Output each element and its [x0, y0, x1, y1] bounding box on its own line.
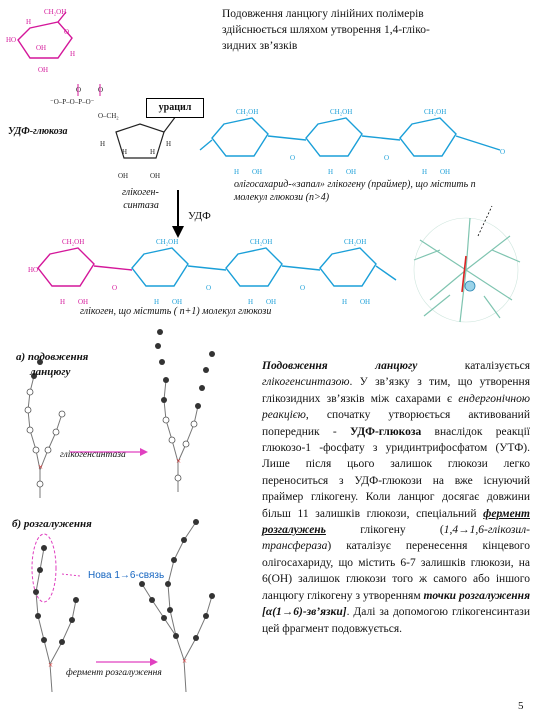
primer-caption-line-1: олігосахарид-«запал» глікогену (праймер)…	[234, 179, 476, 190]
term-elongation: Подовження ланцюгу	[262, 360, 418, 372]
svg-text:H: H	[166, 140, 171, 148]
glycogen-particle-illustration	[413, 205, 521, 323]
svg-text:H: H	[26, 18, 31, 26]
svg-text:OH: OH	[78, 298, 88, 306]
term-branch-point: точки розгалуження [α(1→6)-зв’язки]	[262, 589, 530, 619]
svg-text:O: O	[206, 284, 211, 292]
glycogen-synthase-label: глікоген- синтаза	[122, 186, 159, 212]
svg-text:H: H	[248, 298, 253, 306]
body-text-14: . Далі за допомогою глікогенсинтази цей …	[262, 606, 530, 635]
elongation-chains: × ×	[24, 329, 215, 498]
term-transferase: 1,4→1,6-глікозил-трансфераза	[262, 524, 530, 553]
new-bond-label: Нова 1→6-связь	[88, 570, 165, 581]
svg-text:OH: OH	[150, 172, 160, 180]
svg-text:CH₂OH: CH₂OH	[250, 238, 272, 246]
elongation-label-line-1: а) подовження	[16, 351, 89, 363]
svg-text:OH: OH	[252, 168, 262, 176]
svg-text:OH: OH	[360, 298, 370, 306]
svg-text:×: ×	[182, 656, 187, 666]
body-text-12: ) каталізує перенесення кінцевого олігос…	[262, 540, 530, 602]
svg-text:H: H	[60, 298, 65, 306]
svg-text:×: ×	[176, 456, 181, 466]
svg-text:O: O	[112, 284, 117, 292]
header-line-2: здійснюється шляхом утворення 1,4-гліко-	[222, 24, 430, 36]
svg-text:OH: OH	[266, 298, 276, 306]
body-text-10: глікогену (	[325, 524, 444, 537]
branching-label: б) розгалуження	[12, 518, 92, 530]
body-text-4: . У зв’язку з тим, що утворення глікозид…	[262, 376, 530, 405]
ribose-ring: H H H H OH OH	[100, 115, 177, 180]
svg-text:O: O	[64, 28, 69, 36]
body-paragraph: Подовження ланцюгу каталізується глікоге…	[262, 358, 530, 637]
svg-text:OH: OH	[36, 44, 46, 52]
primer-caption-line-2: молекул глюкози (n>4)	[234, 192, 330, 203]
udp-product-label: УДФ	[188, 210, 211, 222]
body-text-8: внаслідок реакції глюкозо-1 -фосфату з у…	[262, 425, 530, 520]
reaction-arrow	[172, 190, 184, 238]
svg-text:H: H	[234, 168, 239, 176]
svg-text:H: H	[70, 50, 75, 58]
svg-text:H: H	[342, 298, 347, 306]
svg-text:⁻O–P–O–P–O⁻: ⁻O–P–O–P–O⁻	[50, 98, 95, 106]
primer-oligosaccharide: CH₂OH CH₂OH CH₂OH H OH H OH H OH O O O	[199, 108, 505, 176]
svg-text:O–CH₂: O–CH₂	[98, 112, 119, 120]
udp-phosphate-chain: ⁻O–P–O–P–O⁻ O O O–CH₂	[50, 84, 119, 120]
svg-text:×: ×	[38, 462, 43, 472]
header-line-1: Подовження ланцюгу лінійних полімерів	[222, 8, 424, 20]
glycogen-caption: глікоген, що містить ( n+1) молекул глюк…	[80, 306, 272, 317]
elongation-label-line-2: ланцюгу	[30, 366, 71, 378]
svg-text:OH: OH	[440, 168, 450, 176]
term-udp-glucose: УДФ-глюкоза	[350, 425, 422, 438]
svg-text:H: H	[150, 148, 155, 156]
svg-text:OH: OH	[172, 298, 182, 306]
svg-text:O: O	[384, 154, 389, 162]
svg-text:H: H	[154, 298, 159, 306]
term-endergonic: ендергонічною реакцією	[262, 392, 530, 422]
header-line-3: зидних зв’язків	[222, 40, 298, 52]
svg-text:×: ×	[48, 660, 53, 670]
uracil-label: урацил	[146, 98, 204, 118]
svg-text:OH: OH	[346, 168, 356, 176]
body-text-6: , спочатку утворюється активований попер…	[262, 409, 530, 438]
svg-text:CH₂OH: CH₂OH	[424, 108, 446, 116]
elongation-enzyme-label: глікогенсинтаза	[60, 450, 126, 460]
svg-text:CH₂OH: CH₂OH	[62, 238, 84, 246]
body-text-2: каталізується	[417, 360, 530, 372]
primer-caption: олігосахарид-«запал» глікогену (праймер)…	[234, 178, 534, 204]
page-number: 5	[518, 700, 524, 712]
svg-text:O: O	[76, 86, 81, 94]
svg-text:CH₂OH: CH₂OH	[344, 238, 366, 246]
elongation-label: а) подовження ланцюгу	[16, 350, 88, 380]
glycogen-product-chain: CH₂OH CH₂OH CH₂OH CH₂OH HO H OH H OH H O…	[28, 238, 397, 306]
svg-text:OH: OH	[38, 66, 48, 74]
enzyme-label-line-1: глікоген-	[122, 187, 159, 198]
glucose-ring-top: CH₂OH O HO OH OH H H	[6, 8, 75, 74]
branching-enzyme-label: фермент розгалуження	[66, 668, 162, 678]
svg-text:H: H	[422, 168, 427, 176]
term-glycogen-synthase: глікогенсинтазою	[262, 376, 350, 389]
svg-text:O: O	[290, 154, 295, 162]
svg-text:CH₂OH: CH₂OH	[44, 8, 66, 16]
svg-text:CH₂OH: CH₂OH	[156, 238, 178, 246]
svg-text:O: O	[300, 284, 305, 292]
svg-text:O: O	[500, 148, 505, 156]
svg-text:H: H	[328, 168, 333, 176]
svg-text:CH₂OH: CH₂OH	[330, 108, 352, 116]
branching-chains: × ×	[31, 519, 215, 693]
term-branching-enzyme: фермент розгалужень	[262, 507, 530, 537]
header-text: Подовження ланцюгу лінійних полімерів зд…	[222, 6, 522, 54]
udp-glucose-label: УДФ-глюкоза	[8, 126, 68, 137]
svg-text:H: H	[100, 140, 105, 148]
svg-text:O: O	[98, 86, 103, 94]
svg-text:HO: HO	[6, 36, 16, 44]
svg-text:CH₂OH: CH₂OH	[236, 108, 258, 116]
svg-text:H: H	[122, 148, 127, 156]
svg-text:OH: OH	[118, 172, 128, 180]
svg-text:HO: HO	[28, 266, 38, 274]
enzyme-label-line-2: синтаза	[123, 200, 159, 211]
